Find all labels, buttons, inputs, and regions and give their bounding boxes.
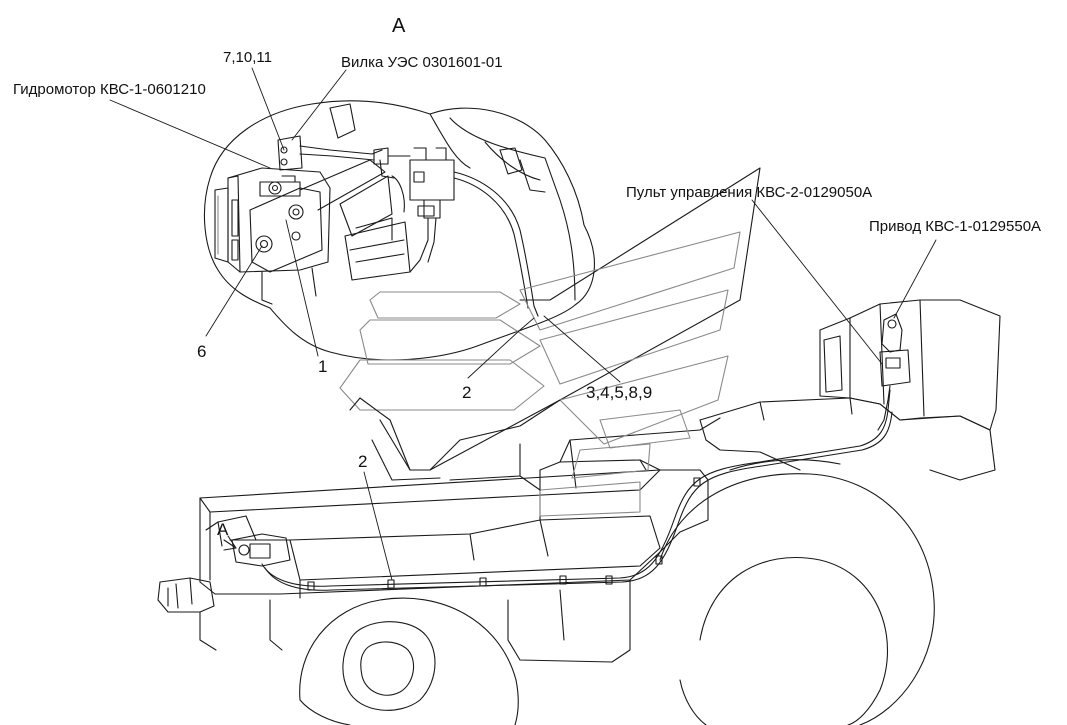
plug-assembly [277,135,411,171]
hydromotor-body [214,167,331,305]
callout-2-upper: 2 [462,383,472,402]
leader-hydromotor [109,99,271,169]
chassis-rail [199,469,709,595]
label-hydromotor: Гидромотор КВС-1-0601210 [13,81,206,98]
leader-2-lower [363,471,393,581]
detail-break-outline [203,100,595,361]
leader-drive [893,239,937,319]
leader-2-upper [467,317,535,379]
leader-7-10-11 [251,67,285,151]
front-hitch [157,577,217,651]
cab-pictogram [339,167,761,517]
callout-2-lower: 2 [358,452,368,471]
callout-3-4-5-8-9: 3,4,5,8,9 [586,383,653,402]
leader-lines [109,67,937,581]
leader-3-4-5-8-9 [543,315,621,383]
rear-fender [699,397,996,481]
leader-control-panel [751,199,883,365]
motor-bracket [249,187,323,273]
view-a-arrow [223,535,237,551]
callout-1: 1 [318,357,328,376]
cab-lower [539,459,661,521]
valve-block [409,147,455,273]
drive-unit [877,313,911,431]
label-drive: Привод КВС-1-0129550А [869,218,1042,235]
label-plug: Вилка УЭС 0301601-01 [341,54,503,71]
leader-6 [205,245,263,337]
view-a-marker: А [217,520,229,539]
support-plate [299,159,386,211]
label-control-panel: Пульт управления КВС-2-0129050А [626,184,873,201]
detail-frame-arc [449,117,576,301]
step-box [289,515,661,581]
callout-7-10-11: 7,10,11 [223,49,272,66]
detail-view-a [203,100,595,361]
tractor-main-view [157,299,1001,725]
detail-hose [453,171,539,317]
rear-wheel [659,459,935,725]
cab-rear-block [849,299,1001,431]
front-control-box [205,515,291,567]
view-title: А [392,15,406,37]
leader-plug [291,69,347,141]
callout-6: 6 [197,342,207,361]
front-wheel [299,597,519,725]
leader-1 [285,219,319,357]
